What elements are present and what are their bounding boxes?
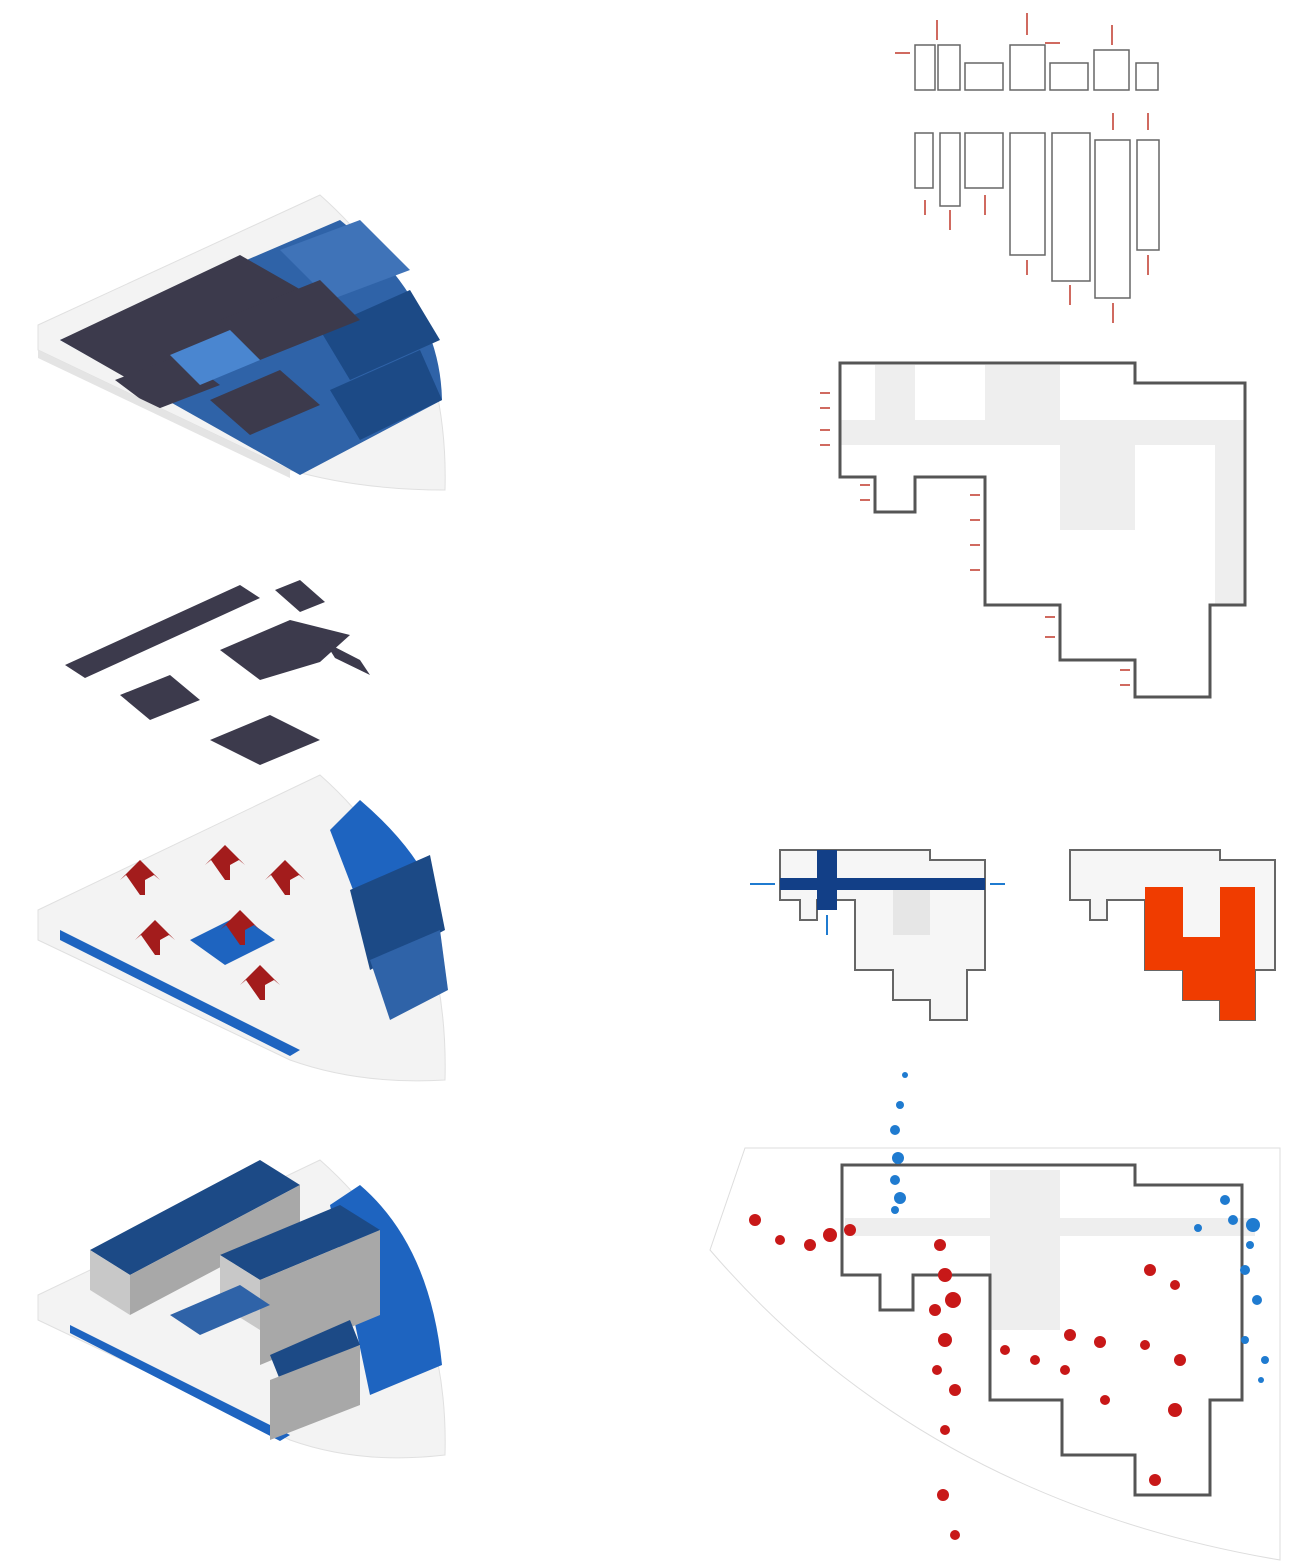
massing-axonometric bbox=[30, 1155, 460, 1475]
layered-roof-axonometric bbox=[30, 190, 460, 510]
circulation-plan bbox=[745, 840, 1005, 1030]
lift-arrows-axonometric bbox=[30, 770, 460, 1090]
unit-split-diagram bbox=[890, 5, 1180, 335]
roof-volumes-axonometric bbox=[60, 580, 380, 780]
activity-dot-map bbox=[705, 1070, 1285, 1565]
footprint-plan bbox=[800, 355, 1260, 705]
program-plan bbox=[1065, 845, 1280, 1025]
